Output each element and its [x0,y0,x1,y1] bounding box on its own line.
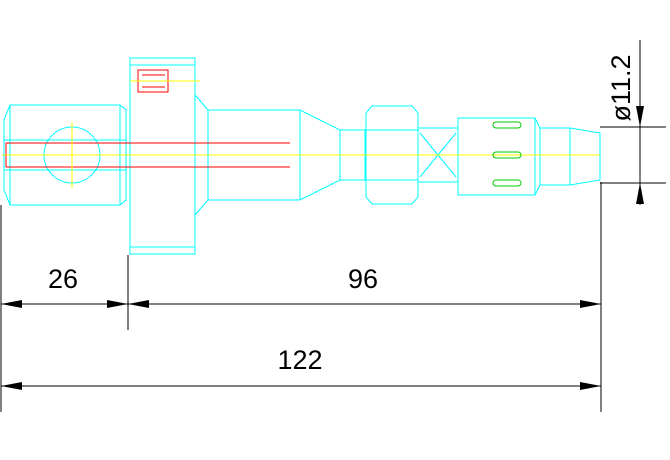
flange [129,57,196,255]
arrow-chain-left [1,300,22,308]
dim-text-96: 96 [348,264,378,294]
slot-marks [492,121,522,187]
arrow-overall-left [1,382,22,390]
dim-text-122: 122 [277,345,322,375]
arrow-26-right [107,300,128,308]
arrow-dia-top [636,106,644,127]
hidden-features [5,69,290,168]
dim-text-26: 26 [48,264,78,294]
dimension-lines [0,40,666,412]
eye-bore-lines [4,139,126,171]
dim-text-diameter: ø11.2 [606,54,636,121]
arrow-96-left [128,300,149,308]
slot-mark-1 [492,121,522,129]
hex-nut [365,105,419,205]
slot-mark-3 [492,179,522,187]
slot-mark-2 [492,151,522,159]
centerlines [2,80,600,188]
part-outline [3,57,601,255]
connector-body [457,117,601,196]
arrow-overall-right [580,382,601,390]
arrow-dia-bottom [636,183,644,204]
arrow-chain-right [580,300,601,308]
